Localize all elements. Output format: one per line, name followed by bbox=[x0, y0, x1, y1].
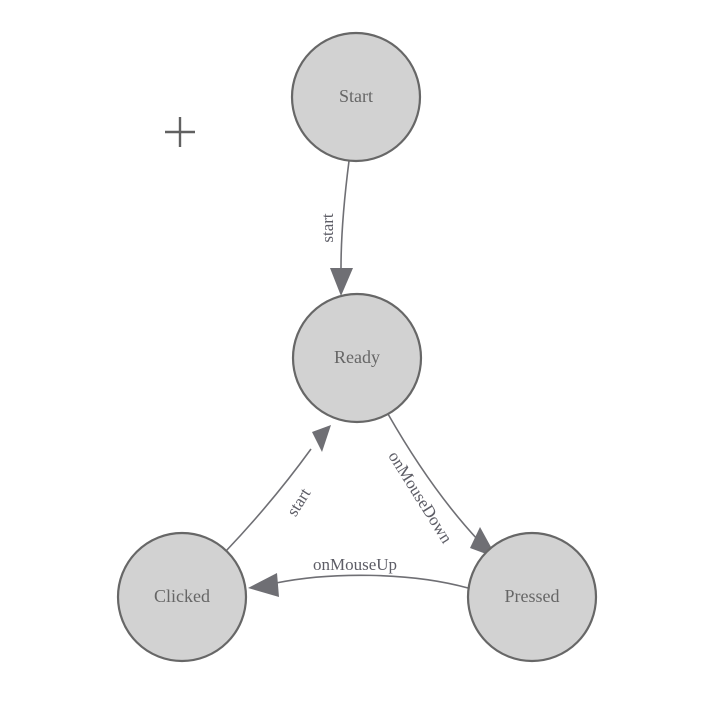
edge-clicked-to-ready-path bbox=[225, 448, 312, 552]
edge-label-start-to-ready: start bbox=[318, 213, 337, 243]
edge-label-clicked-to-ready: start bbox=[283, 484, 315, 519]
node-ready-label: Ready bbox=[334, 347, 380, 367]
crosshair-icon bbox=[165, 117, 195, 147]
edge-pressed-to-clicked-path bbox=[275, 574, 469, 589]
edge-pressed-to-clicked-arrowhead bbox=[248, 573, 279, 597]
node-ready[interactable]: Ready bbox=[291, 292, 423, 424]
node-pressed-circle[interactable] bbox=[466, 531, 598, 663]
edge-clicked-to-ready-arrowhead bbox=[312, 425, 331, 452]
edge-clicked-to-ready[interactable]: start bbox=[225, 425, 331, 552]
node-start-label: Start bbox=[339, 86, 373, 106]
edge-start-to-ready-arrowhead bbox=[330, 268, 353, 296]
node-start[interactable]: Start bbox=[290, 31, 422, 163]
edge-ready-to-pressed[interactable]: onMouseDown bbox=[385, 413, 497, 558]
node-clicked[interactable]: Clicked bbox=[116, 531, 248, 663]
node-pressed[interactable]: Pressed bbox=[466, 531, 598, 663]
edge-ready-to-pressed-path bbox=[387, 413, 479, 541]
node-ready-circle[interactable] bbox=[291, 292, 423, 424]
node-clicked-label: Clicked bbox=[154, 586, 210, 606]
node-start-circle[interactable] bbox=[290, 31, 422, 163]
edge-start-to-ready[interactable]: start bbox=[318, 160, 353, 296]
edge-label-pressed-to-clicked: onMouseUp bbox=[313, 555, 397, 574]
node-pressed-label: Pressed bbox=[505, 586, 560, 606]
edge-pressed-to-clicked[interactable]: onMouseUp bbox=[248, 555, 469, 597]
edge-start-to-ready-path bbox=[340, 160, 350, 269]
edge-label-ready-to-pressed: onMouseDown bbox=[385, 448, 457, 547]
node-clicked-circle[interactable] bbox=[116, 531, 248, 663]
